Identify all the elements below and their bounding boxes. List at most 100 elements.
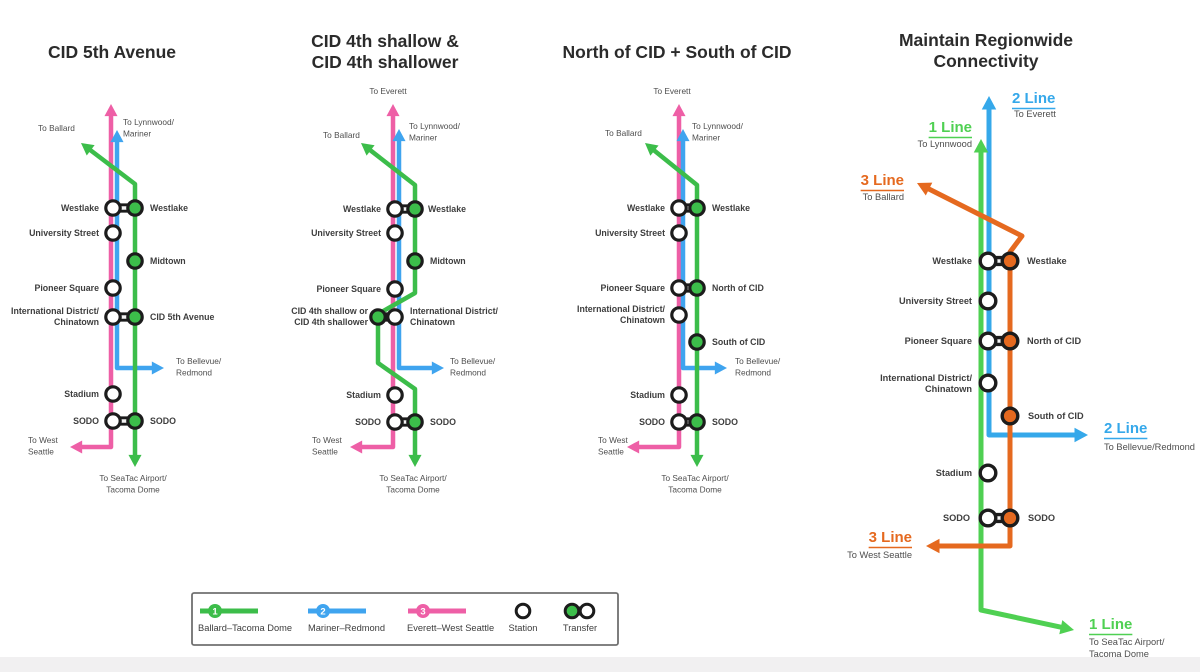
- station-midtown: [126, 252, 144, 270]
- transfer-cid-4th-shallow-left: [369, 308, 387, 326]
- transfer-westlake-right: [406, 200, 424, 218]
- transfer-westlake-left: [104, 199, 122, 217]
- station-pioneer-square: Pioneer Square: [34, 283, 99, 293]
- legend-station-symbol: [514, 602, 532, 620]
- transfer-cid-5th-avenue-left: [104, 308, 122, 326]
- station-sodo-right: SODO: [712, 417, 738, 427]
- dest-to-ballard: To Ballard: [605, 128, 642, 138]
- transfer-pioneer-square-left: [670, 279, 688, 297]
- title-cid-5th-avenue-title: CID 5th Avenue: [48, 42, 176, 62]
- transfer-pioneer-square-right: [1000, 331, 1020, 351]
- line-2-blue-arrowhead: [1074, 427, 1088, 443]
- dest-to-bellevue-redmond: To Bellevue/Redmond: [450, 356, 496, 378]
- badgedest-to-seatac: To SeaTac Airport/Tacoma Dome: [1089, 637, 1165, 659]
- station-south-of-cid: South of CID: [1028, 411, 1084, 421]
- line-3-everett-west-seattle: [635, 112, 682, 450]
- station-westlake-left: Westlake: [61, 203, 99, 213]
- dest-to-bellevue-redmond: To Bellevue/Redmond: [735, 356, 781, 378]
- dest-to-everett: To Everett: [369, 86, 407, 96]
- line-3-everett-west-seattle-arrowhead: [350, 440, 363, 454]
- station-sodo-left: SODO: [73, 416, 99, 426]
- station-international-district: [670, 306, 688, 324]
- station-international-district: International District/Chinatown: [410, 306, 499, 327]
- title-north-south-of-cid-title: North of CID + South of CID: [563, 42, 792, 62]
- station-university-street: University Street: [311, 228, 381, 238]
- line-2-mariner-redmond-arrowhead: [151, 361, 164, 375]
- station-westlake-right: Westlake: [712, 203, 750, 213]
- legend-label: Station: [509, 623, 538, 633]
- legend-transfer-green: [563, 602, 581, 620]
- station-south-of-cid: [688, 333, 706, 351]
- dest-to-seatac: To SeaTac Airport/Tacoma Dome: [661, 473, 729, 495]
- dest-to-seatac: To SeaTac Airport/Tacoma Dome: [379, 473, 447, 495]
- station-university-street: [670, 224, 688, 242]
- dest-to-lynnwood-mariner: To Lynnwood/Mariner: [123, 117, 175, 139]
- dest-to-lynnwood-mariner: To Lynnwood/Mariner: [692, 121, 744, 143]
- station-cid-5th-avenue: CID 5th Avenue: [150, 312, 214, 322]
- station-stadium: Stadium: [64, 389, 99, 399]
- station-westlake-left: Westlake: [932, 256, 972, 266]
- line-1-green-arrowhead: [973, 139, 989, 153]
- station-international-district: International District/Chinatown: [11, 306, 100, 327]
- badgedest-to-west-seattle: To West Seattle: [847, 550, 912, 560]
- dest-to-lynnwood-mariner: To Lynnwood/Mariner: [409, 121, 461, 143]
- line-2-mariner-redmond-arrowhead: [392, 129, 406, 142]
- station-midtown: Midtown: [150, 256, 186, 266]
- badgedest-to-lynnwood: To Lynnwood: [918, 139, 972, 149]
- legend-line-badge: [208, 604, 222, 618]
- badgedest-to-everett: To Everett: [1014, 109, 1056, 119]
- badge-2-line-right: 2 Line: [1104, 420, 1147, 437]
- line-1-ballard-tacoma-arrowhead: [81, 143, 95, 156]
- legend-item-station: Station: [509, 602, 538, 633]
- transfer-westlake-left: [670, 199, 688, 217]
- station-university-street: University Street: [29, 228, 99, 238]
- station-south-of-cid: [1000, 406, 1020, 426]
- line-3-orange: [924, 184, 1025, 549]
- station-pioneer-square: [386, 280, 404, 298]
- transfer-sodo-right: [406, 413, 424, 431]
- line-3-orange-arrowhead: [926, 538, 940, 554]
- station-university-street: [978, 291, 998, 311]
- line-1-ballard-tacoma: [86, 146, 138, 459]
- line-1-ballard-tacoma: [650, 146, 700, 459]
- station-westlake-left: Westlake: [627, 203, 665, 213]
- station-north-of-cid: North of CID: [712, 283, 764, 293]
- legend-line-number: 2: [320, 606, 325, 617]
- badge-2-line-top: 2 Line: [1012, 90, 1055, 107]
- line-1-ballard-tacoma-arrowhead: [690, 454, 704, 467]
- station-international-district: International District/Chinatown: [577, 304, 666, 325]
- station-sodo-left: SODO: [355, 417, 381, 427]
- line-1-ballard-tacoma-arrowhead: [128, 454, 142, 467]
- station-westlake-right: Westlake: [150, 203, 188, 213]
- station-pioneer-square: Pioneer Square: [600, 283, 665, 293]
- badge-3-line-top: 3 Line: [861, 172, 904, 189]
- transfer-sodo-left: [978, 508, 998, 528]
- line-3-everett-west-seattle-arrowhead: [672, 104, 686, 117]
- badge-1-line-bottom: 1 Line: [1089, 616, 1132, 633]
- line-2-blue: [986, 105, 1079, 438]
- station-westlake-right: Westlake: [1027, 256, 1067, 266]
- station-university-street: [104, 224, 122, 242]
- station-sodo-left: SODO: [943, 513, 970, 523]
- station-midtown: [406, 252, 424, 270]
- station-university-street: [386, 224, 404, 242]
- station-stadium: Stadium: [346, 390, 381, 400]
- transfer-westlake-right: [688, 199, 706, 217]
- legend-transfer-white: [578, 602, 596, 620]
- station-north-of-cid: North of CID: [1027, 336, 1081, 346]
- station-international-district: International District/Chinatown: [880, 373, 972, 394]
- line-2-mariner-redmond-arrowhead: [110, 130, 124, 143]
- station-stadium: Stadium: [630, 390, 665, 400]
- line-2-blue-arrowhead: [981, 96, 997, 110]
- dest-to-ballard: To Ballard: [323, 130, 360, 140]
- legend-label: Mariner–Redmond: [308, 623, 385, 633]
- line-3-everett-west-seattle-arrowhead: [70, 440, 83, 454]
- badge-3-line-left: 3 Line: [869, 529, 912, 546]
- legend-line-badge: [316, 604, 330, 618]
- line-3-everett-west-seattle-arrowhead: [386, 104, 400, 117]
- line-1-ballard-tacoma-arrowhead: [361, 143, 375, 156]
